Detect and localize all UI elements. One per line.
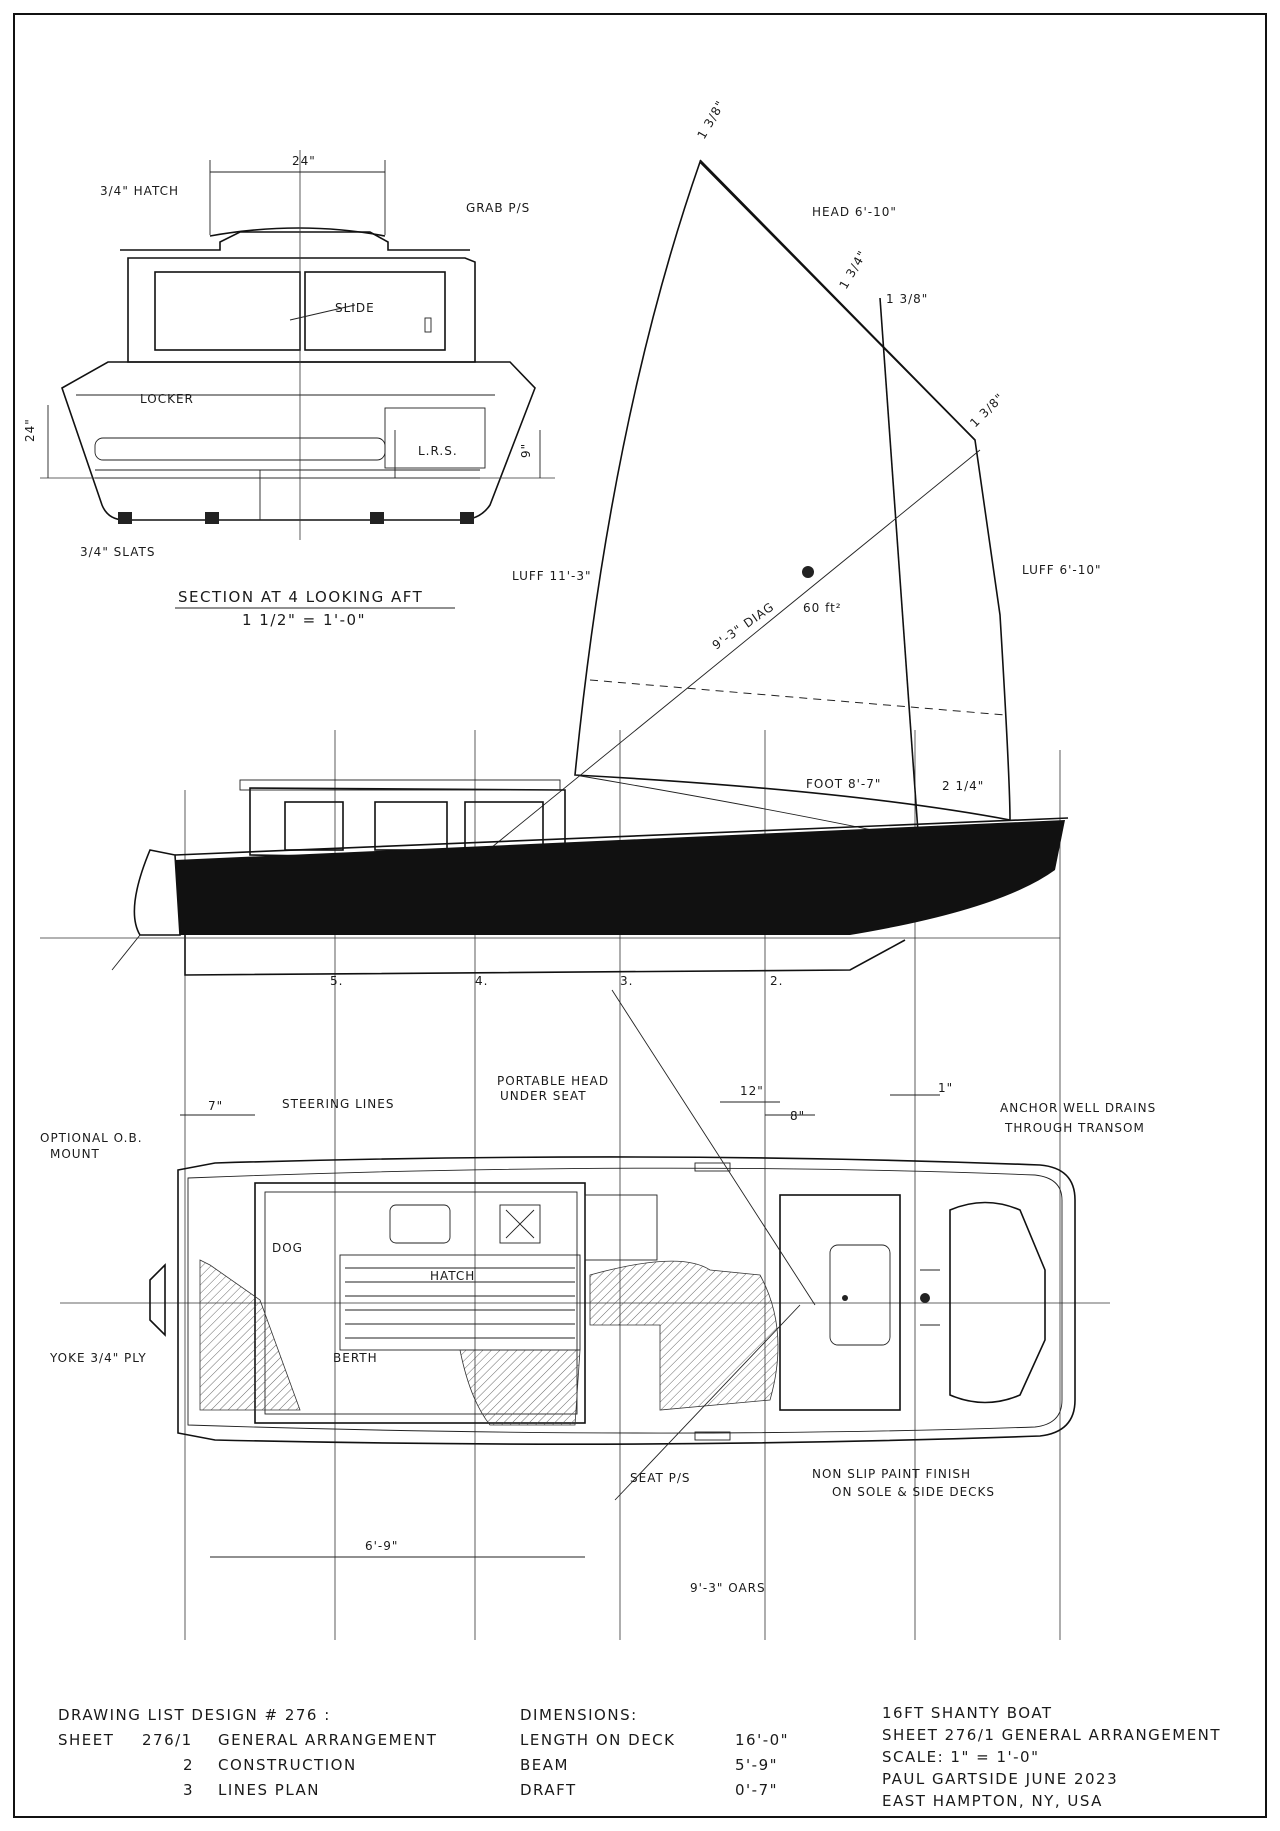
profile-head-label: HEAD 6'-10" <box>812 205 897 219</box>
sheet-border <box>13 13 1267 1818</box>
profile-luff-right: LUFF 6'-10" <box>1022 563 1102 577</box>
profile-gaff-dim3: 1 3/8" <box>967 390 1007 430</box>
plan-portable-head: PORTABLE HEAD <box>497 1074 609 1088</box>
profile-luff-left: LUFF 11'-3" <box>512 569 592 583</box>
plan-view: STEERING LINES PORTABLE HEAD UNDER SEAT … <box>40 989 1156 1595</box>
drawing-list-row-2-name: CONSTRUCTION <box>218 1756 357 1774</box>
profile-mast-dim: 2 1/4" <box>942 779 984 793</box>
profile-sail-area: 60 ft² <box>803 601 842 615</box>
drawing-list-row-2-num: 2 <box>183 1756 194 1774</box>
profile-gaff-dim1: 1 3/4" <box>836 248 869 292</box>
title-line-2: SHEET 276/1 GENERAL ARRANGEMENT <box>882 1726 1221 1744</box>
dimensions-row-3-value: 0'-7" <box>735 1781 778 1799</box>
plan-dim-1: 1" <box>938 1081 953 1095</box>
plan-optional-label: OPTIONAL O.B. <box>40 1131 143 1145</box>
dimensions-row-2-value: 5'-9" <box>735 1756 778 1774</box>
plan-yoke-label: YOKE 3/4" PLY <box>49 1351 147 1365</box>
plan-mount-label: MOUNT <box>50 1147 100 1161</box>
drawing-list-row-1-name: GENERAL ARRANGEMENT <box>218 1731 437 1749</box>
title-line-5: EAST HAMPTON, NY, USA <box>882 1792 1103 1810</box>
dimensions-row-2-label: BEAM <box>520 1756 569 1774</box>
station-3: 3. <box>620 974 633 988</box>
plan-nonslip-label: NON SLIP PAINT FINISH <box>812 1467 971 1481</box>
dimensions-row-1-label: LENGTH ON DECK <box>520 1731 676 1749</box>
plan-anchor-label-2: THROUGH TRANSOM <box>1004 1121 1145 1135</box>
drawing-list-row-3-name: LINES PLAN <box>218 1781 320 1799</box>
plan-dim-69: 6'-9" <box>365 1539 398 1553</box>
plan-under-seat: UNDER SEAT <box>500 1089 587 1103</box>
plan-dim-12: 12" <box>740 1084 764 1098</box>
title-block: DRAWING LIST DESIGN # 276 : SHEET 276/1 … <box>58 1704 1221 1810</box>
plan-anchor-label: ANCHOR WELL DRAINS <box>1000 1101 1156 1115</box>
drawing-list-title: DRAWING LIST DESIGN # 276 : <box>58 1706 331 1724</box>
profile-diag: 9'-3" DIAG <box>710 600 777 653</box>
station-4: 4. <box>475 974 488 988</box>
station-2: 2. <box>770 974 783 988</box>
drawing-list-sheet-label: SHEET <box>58 1731 114 1749</box>
title-line-1: 16FT SHANTY BOAT <box>882 1704 1053 1722</box>
plan-steering-label: STEERING LINES <box>282 1097 394 1111</box>
dimensions-title: DIMENSIONS: <box>520 1706 638 1724</box>
drawing-list-row-1-num: 276/1 <box>142 1731 193 1749</box>
section-locker-label: LOCKER <box>140 392 194 406</box>
plan-seat-label: SEAT P/S <box>630 1471 691 1485</box>
profile-foot: FOOT 8'-7" <box>806 777 881 791</box>
plan-oars-label: 9'-3" OARS <box>690 1581 766 1595</box>
profile-gaff-dim2: 1 3/8" <box>886 292 928 306</box>
section-grab-label: GRAB P/S <box>466 201 530 215</box>
section-dim-height-right: 9" <box>519 443 533 458</box>
plan-hatch-label: HATCH <box>430 1269 475 1283</box>
profile-view: 1 3/8" HEAD 6'-10" 1 3/4" 1 3/8" 1 3/8" … <box>40 98 1102 1640</box>
section-slide-label: SLIDE <box>335 301 375 315</box>
section-lr-label: L.R.S. <box>418 444 458 458</box>
plan-dog-label: DOG <box>272 1241 303 1255</box>
drawing-list-row-3-num: 3 <box>183 1781 194 1799</box>
dimensions-row-1-value: 16'-0" <box>735 1731 789 1749</box>
section-view: 24" 3/4" HATCH GRAB P/S SLIDE LOCKER 24"… <box>23 150 555 629</box>
title-line-4: PAUL GARTSIDE JUNE 2023 <box>882 1770 1118 1788</box>
plan-dim-8: 8" <box>790 1109 805 1123</box>
dimensions-row-3-label: DRAFT <box>520 1781 577 1799</box>
title-line-3: SCALE: 1" = 1'-0" <box>882 1748 1039 1766</box>
section-hatch-label: 3/4" HATCH <box>100 184 179 198</box>
section-dim-height-left: 24" <box>23 418 37 442</box>
section-slats-label: 3/4" SLATS <box>80 545 155 559</box>
section-title: SECTION AT 4 LOOKING AFT <box>178 588 423 606</box>
profile-head-dim: 1 3/8" <box>694 98 727 142</box>
plan-dim-7: 7" <box>208 1099 223 1113</box>
section-dim-width: 24" <box>292 154 316 168</box>
station-5: 5. <box>330 974 343 988</box>
plan-nonslip-label-2: ON SOLE & SIDE DECKS <box>832 1485 995 1499</box>
plan-berth-label: BERTH <box>333 1351 378 1365</box>
section-scale: 1 1/2" = 1'-0" <box>242 611 366 629</box>
